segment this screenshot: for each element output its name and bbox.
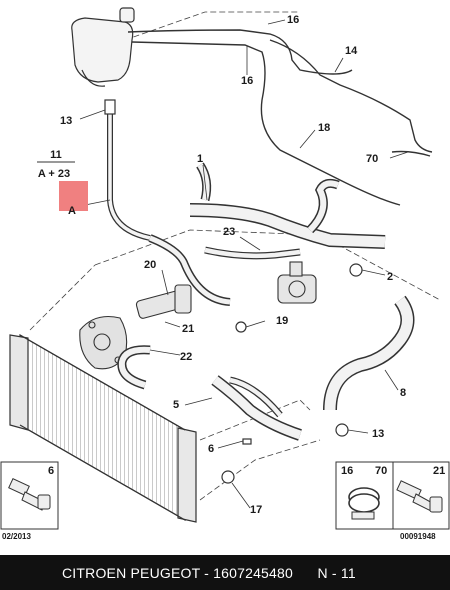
- callout-20: 20: [144, 259, 156, 271]
- date-code: 02/2013: [2, 532, 31, 541]
- callout-22: 22: [180, 351, 192, 363]
- callout-16b: 16: [241, 75, 253, 87]
- callout-17: 17: [250, 504, 262, 516]
- radiator: [9, 333, 197, 523]
- callout-2: 2: [387, 271, 393, 283]
- callout-23: 23: [223, 226, 235, 238]
- callout-21: 21: [182, 323, 194, 335]
- callout-13b: 13: [372, 428, 384, 440]
- callout-8: 8: [400, 387, 406, 399]
- inset-70-label: 70: [375, 465, 387, 477]
- footer-bar: CITROEN PEUGEOT - 1607245480 N - 11: [0, 555, 450, 590]
- callout-1: 1: [197, 153, 203, 165]
- outlet-20: [135, 284, 192, 319]
- callout-70: 70: [366, 153, 378, 165]
- callout-18: 18: [318, 122, 330, 134]
- inset-clamp-16-70: 16 70: [335, 461, 394, 530]
- callout-5: 5: [173, 399, 179, 411]
- callouts: 16 16 14 18 70 13 1 23 2 20 19 21 22 8 5…: [60, 14, 406, 516]
- parts-diagram: 11 A + 23 A 16 16 14 18 70 13 1 23 2 20 …: [0, 7, 450, 541]
- thermostat-housing: [277, 261, 317, 304]
- callout-13a: 13: [60, 115, 72, 127]
- marker-square: [59, 181, 88, 211]
- note-bottom-label: A + 23: [38, 168, 70, 180]
- inset-21-label: 21: [433, 465, 445, 477]
- pump-housing: [79, 315, 128, 370]
- inset-16-label: 16: [341, 465, 353, 477]
- footer-text: CITROEN PEUGEOT - 1607245480 N - 11: [62, 564, 356, 581]
- inset-6-label: 6: [48, 465, 54, 477]
- callout-14: 14: [345, 45, 358, 57]
- callout-6: 6: [208, 443, 214, 455]
- marker-label: A: [68, 205, 76, 217]
- callout-19: 19: [276, 315, 288, 327]
- inset-bolt-21: 21: [392, 461, 450, 530]
- inset-bolt-6: 6: [0, 461, 59, 530]
- note-block: 11 A + 23 A: [37, 149, 88, 217]
- note-top-label: 11: [50, 149, 62, 161]
- callout-16a: 16: [287, 14, 299, 26]
- hose-8: [323, 295, 415, 411]
- ref-code: 00091948: [400, 532, 436, 541]
- expansion-tank: [71, 7, 135, 87]
